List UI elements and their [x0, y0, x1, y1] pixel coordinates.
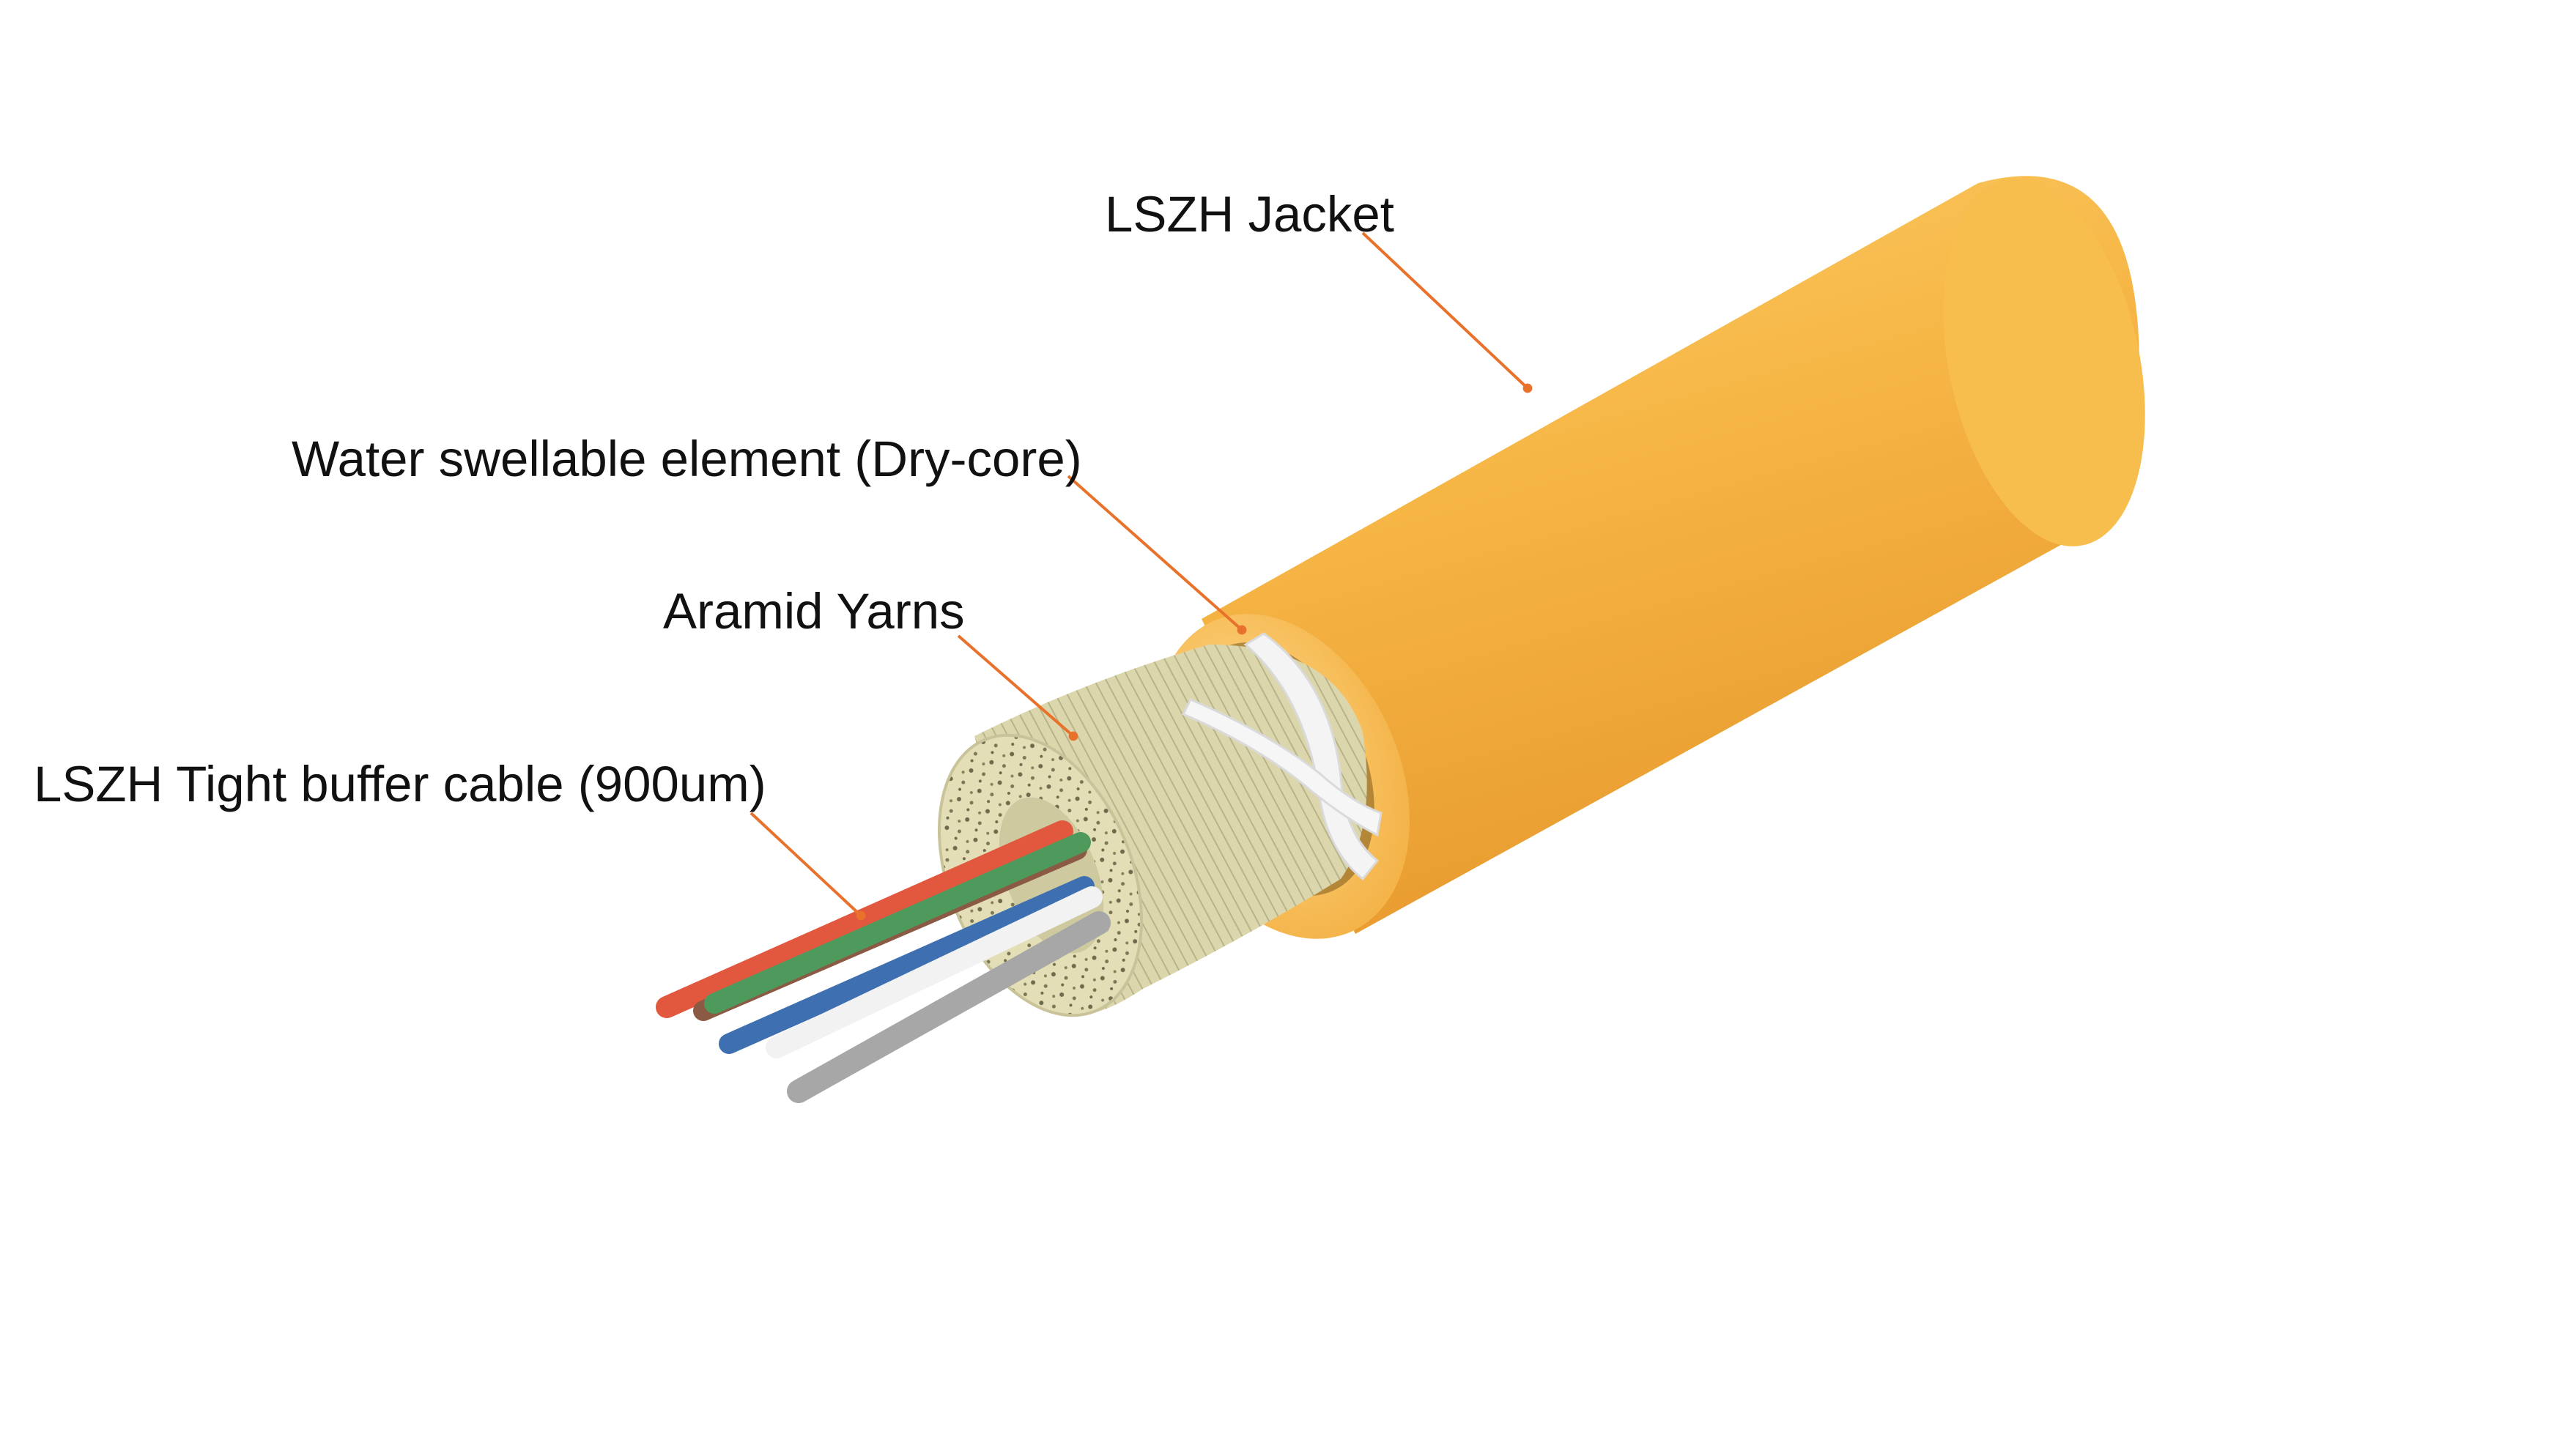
water-swellable-tape — [1181, 632, 1383, 881]
leader-jacket — [1361, 231, 1533, 393]
leader-water — [1067, 475, 1247, 635]
label-aramid-yarns: Aramid Yarns — [663, 583, 965, 639]
label-tight-buffer-cable: LSZH Tight buffer cable (900um) — [34, 756, 766, 812]
tape-strip-2 — [1181, 698, 1383, 837]
label-water-swellable-element: Water swellable element (Dry-core) — [292, 431, 1082, 487]
fiber-white — [766, 886, 1103, 1058]
label-lszh-jacket: LSZH Jacket — [1105, 186, 1394, 242]
fiber-grey — [787, 911, 1111, 1103]
jacket-body — [1202, 176, 2139, 934]
tight-buffer-fibers — [656, 820, 1111, 1103]
leader-aramid — [957, 634, 1078, 741]
leader-buffer — [750, 812, 866, 921]
leader-lines — [750, 231, 1533, 921]
fiber-blue — [719, 876, 1095, 1054]
fiber-green — [704, 832, 1091, 1014]
jacket-far-end — [1943, 179, 2145, 546]
tape-strip-1 — [1243, 632, 1380, 881]
